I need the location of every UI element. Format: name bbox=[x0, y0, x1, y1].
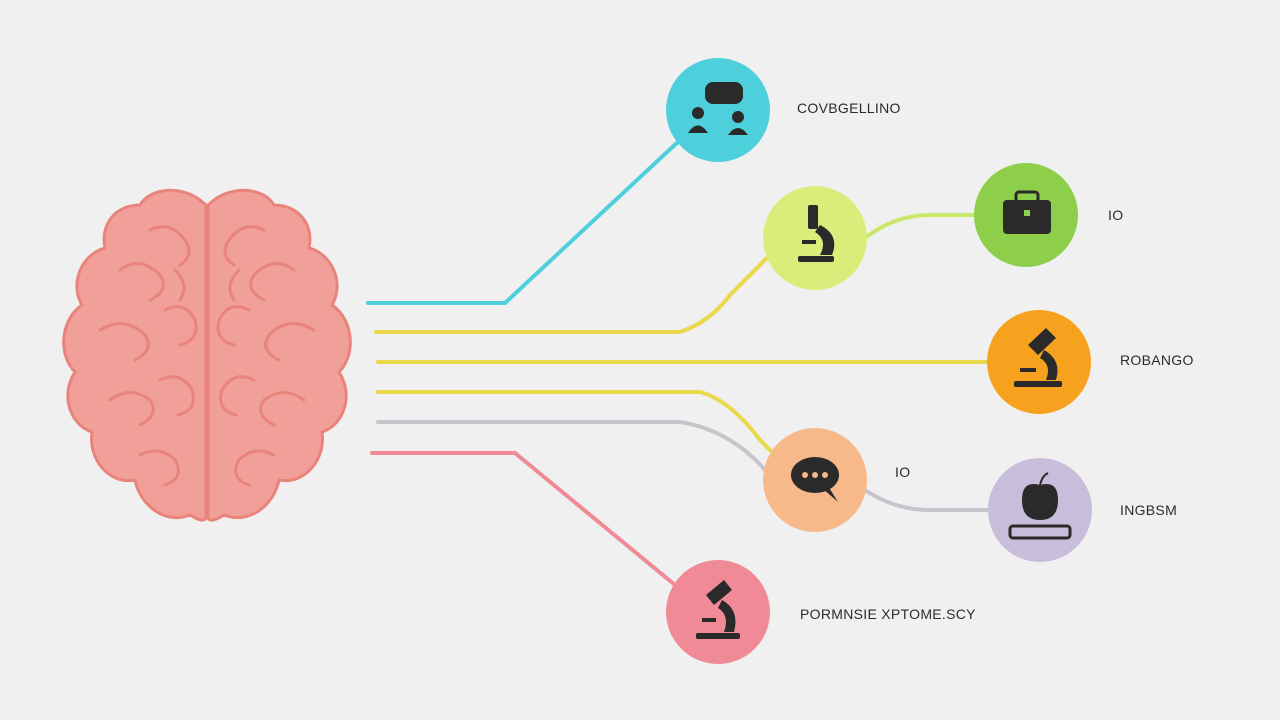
apple-book-icon bbox=[1008, 472, 1072, 540]
node-lime-circle bbox=[763, 186, 867, 290]
microscope-icon bbox=[696, 580, 740, 639]
node-label-1: COVBGELLINO bbox=[797, 100, 901, 116]
node-pink-circle bbox=[666, 560, 770, 664]
microscope-icon bbox=[798, 205, 835, 262]
node-people-circle bbox=[666, 58, 770, 162]
connector-yellow-upper bbox=[374, 253, 772, 334]
connector-lines bbox=[366, 138, 992, 587]
people-chat-icon bbox=[688, 82, 748, 135]
brain-illustration bbox=[62, 188, 352, 522]
node-briefcase bbox=[974, 163, 1078, 267]
connector-pink bbox=[370, 451, 677, 587]
briefcase-icon bbox=[1003, 190, 1051, 234]
node-label-2: IO bbox=[1108, 207, 1124, 223]
node-label-5: INGBSM bbox=[1120, 502, 1178, 518]
connector-gray bbox=[376, 420, 767, 472]
node-pink bbox=[666, 560, 770, 664]
connector-cyan bbox=[366, 138, 682, 305]
microscope-icon bbox=[1014, 328, 1062, 387]
speech-bubble-icon bbox=[791, 457, 839, 502]
node-peach bbox=[763, 428, 867, 532]
node-label-3: ROBANGO bbox=[1120, 352, 1194, 368]
connector-gray-to-apple bbox=[863, 488, 992, 512]
connector-yellow-lower bbox=[376, 390, 777, 457]
connector-lime-to-briefcase bbox=[863, 213, 977, 240]
brain-folds bbox=[98, 225, 316, 487]
node-lime bbox=[763, 186, 867, 290]
node-lavender bbox=[988, 458, 1092, 562]
brain-left-hemisphere bbox=[62, 188, 208, 522]
node-label-6: PORMNSIE XPTOME.SCY bbox=[800, 606, 976, 622]
brain-right-hemisphere bbox=[206, 188, 352, 522]
node-people bbox=[666, 58, 770, 162]
node-orange-circle bbox=[987, 310, 1091, 414]
node-orange bbox=[987, 310, 1091, 414]
node-label-4: IO bbox=[895, 464, 911, 480]
